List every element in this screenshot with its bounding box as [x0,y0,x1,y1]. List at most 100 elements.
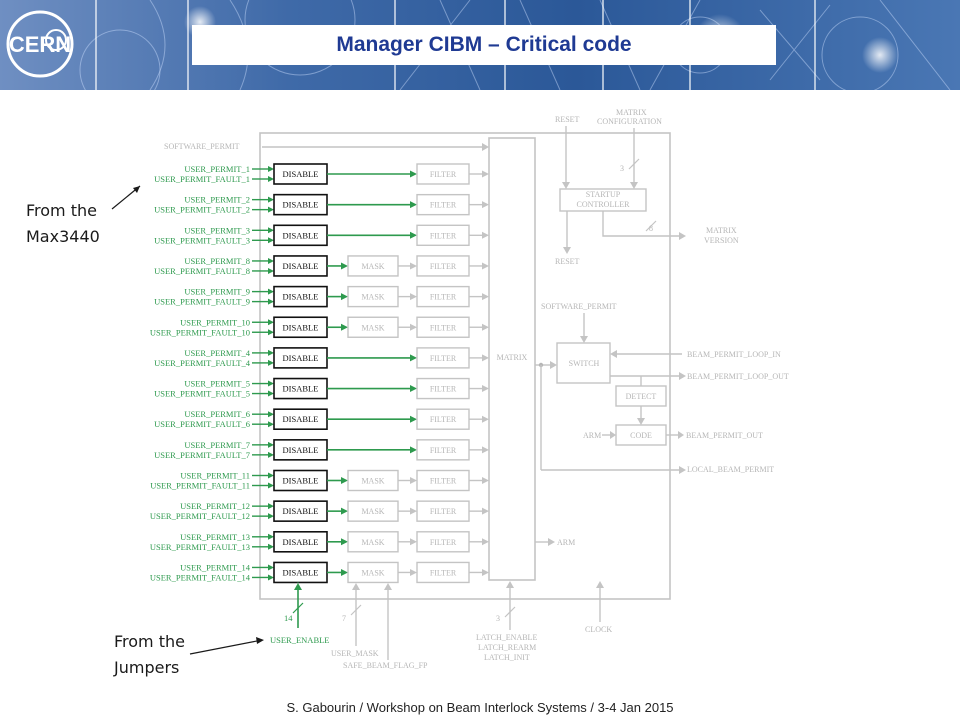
cern-logo-text: CERN [9,32,71,57]
fault-arrow-11 [268,482,274,489]
latch-enable-label: LATCH_ENABLE [476,633,537,642]
mask-out-arrow-11 [410,477,417,484]
software-permit-label: SOFTWARE_PERMIT [164,142,240,151]
filter-label-4: FILTER [430,262,457,271]
disable-out-arrow-5 [341,293,348,301]
disable-out-arrow-1 [410,170,417,178]
disable-label-4: DISABLE [283,261,319,271]
fault-label-5: USER_PERMIT_FAULT_9 [154,297,250,307]
permit-arrow-10 [268,441,274,448]
permit-label-10: USER_PERMIT_7 [184,440,250,450]
mask-label-14: MASK [361,568,384,577]
permit-arrow-4 [268,257,274,264]
permit-label-2: USER_PERMIT_2 [184,195,250,205]
permit-arrow-5 [268,288,274,295]
footer: S. Gabourin / Workshop on Beam Interlock… [286,700,674,715]
local-beam-permit-label: LOCAL_BEAM_PERMIT [687,465,774,474]
fault-label-13: USER_PERMIT_FAULT_13 [150,542,250,552]
permit-arrow-9 [268,411,274,418]
filter-label-1: FILTER [430,170,457,179]
disable-label-1: DISABLE [283,169,319,179]
disable-out-arrow-14 [341,568,348,576]
fault-label-9: USER_PERMIT_FAULT_6 [154,419,250,429]
permit-label-13: USER_PERMIT_13 [180,532,250,542]
permit-label-3: USER_PERMIT_3 [184,225,250,235]
bus3-bottom-label: 3 [496,614,500,623]
permit-arrow-6 [268,319,274,326]
fault-arrow-7 [268,359,274,366]
matrix-block [488,137,536,581]
filter-out-arrow-2 [482,201,489,209]
permit-label-7: USER_PERMIT_4 [184,348,250,358]
disable-out-arrow-11 [341,477,348,484]
filter-out-arrow-3 [482,231,489,239]
filter-out-arrow-4 [482,262,489,270]
fault-label-11: USER_PERMIT_FAULT_11 [150,481,250,491]
static-layer: MATRIX SOFTWARE_PERMIT RESET MATRIX CONF… [164,108,789,670]
fault-arrow-12 [268,513,274,520]
filter-label-5: FILTER [430,293,457,302]
reset-bottom-label: RESET [555,257,580,266]
schematic-diagram: MATRIX SOFTWARE_PERMIT RESET MATRIX CONF… [150,108,789,670]
fault-arrow-8 [268,390,274,397]
annotation-max-line1: From the [26,201,97,220]
software-permit-2-label: SOFTWARE_PERMIT [541,302,617,311]
filter-label-10: FILTER [430,446,457,455]
mask-label-4: MASK [361,262,384,271]
fault-arrow-10 [268,451,274,458]
detect-label: DETECT [626,392,657,401]
permit-arrow-2 [268,196,274,203]
fault-arrow-14 [268,574,274,581]
fault-label-7: USER_PERMIT_FAULT_4 [154,358,251,368]
fault-arrow-6 [268,329,274,336]
fault-label-2: USER_PERMIT_FAULT_2 [154,205,250,215]
disable-label-12: DISABLE [283,506,319,516]
cern-logo-icon: CERN [6,10,74,78]
filter-label-6: FILTER [430,323,457,332]
clock-label: CLOCK [585,625,612,634]
bus7-label: 7 [342,614,346,623]
fault-label-10: USER_PERMIT_FAULT_7 [154,450,250,460]
filter-out-arrow-9 [482,415,489,423]
permit-label-1: USER_PERMIT_1 [184,164,250,174]
permit-label-4: USER_PERMIT_8 [184,256,250,266]
cern-logo: CERN [2,8,82,85]
filter-out-arrow-7 [482,354,489,362]
permit-label-14: USER_PERMIT_14 [180,562,251,572]
permit-arrow-8 [268,380,274,387]
disable-out-arrow-3 [410,231,417,239]
disable-out-arrow-13 [341,538,348,546]
mask-label-13: MASK [361,538,384,547]
fault-arrow-5 [268,298,274,305]
mask-label-5: MASK [361,293,384,302]
startup-label-2: CONTROLLER [577,200,631,209]
filter-label-14: FILTER [430,568,457,577]
bus8-label: 8 [649,224,653,233]
filter-label-11: FILTER [430,477,457,486]
switch-block [556,342,611,384]
matrix-label: MATRIX [497,353,528,362]
disable-out-arrow-2 [410,201,417,209]
fault-label-8: USER_PERMIT_FAULT_5 [154,389,250,399]
filter-out-arrow-1 [482,170,489,178]
disable-label-6: DISABLE [283,322,319,332]
filter-label-2: FILTER [430,201,457,210]
filter-out-arrow-12 [482,507,489,515]
filter-out-arrow-8 [482,385,489,393]
matrix-config-label-2: CONFIGURATION [597,117,662,126]
permit-label-5: USER_PERMIT_9 [184,287,250,297]
mask-out-arrow-14 [410,568,417,576]
disable-out-arrow-8 [410,385,417,393]
disable-label-7: DISABLE [283,353,319,363]
permit-arrow-13 [268,533,274,540]
annotation-jump-line2: Jumpers [114,658,180,677]
fault-arrow-4 [268,267,274,274]
switch-label: SWITCH [569,359,600,368]
mask-out-arrow-6 [410,323,417,331]
matrix-config-label-1: MATRIX [616,108,647,117]
disable-out-arrow-12 [341,507,348,515]
latch-init-label: LATCH_INIT [484,653,530,662]
fault-arrow-9 [268,421,274,428]
filter-label-7: FILTER [430,354,457,363]
